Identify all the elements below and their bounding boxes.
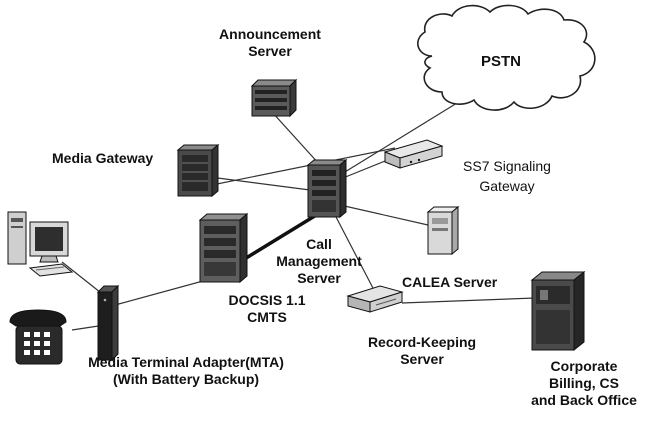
link-callmgmt-pstn <box>339 94 471 176</box>
link-mediagw-callmgmt <box>209 176 311 191</box>
call-management-server-icon <box>306 158 348 219</box>
calea-server-icon <box>426 205 460 256</box>
pc-icon <box>7 211 74 277</box>
link-mediagw-pstn <box>211 147 396 186</box>
pstn-label: PSTN <box>481 53 521 70</box>
mta-label: Media Terminal Adapter(MTA) (With Batter… <box>88 354 284 387</box>
call-management-server-label: Call Management Server <box>276 236 362 286</box>
announcement-server-icon <box>250 78 298 118</box>
calea-server-label: CALEA Server <box>402 274 498 290</box>
corporate-office-label: Corporate Billing, CS and Back Office <box>531 358 637 408</box>
link-recordkeeping-corporate <box>401 297 536 304</box>
cmts-label: DOCSIS 1.1 CMTS <box>228 292 306 325</box>
record-keeping-server-icon <box>346 285 404 313</box>
media-gateway-label: Media Gateway <box>52 150 154 166</box>
announcement-server-label: Announcement Server <box>219 26 321 59</box>
cmts-icon <box>198 212 249 284</box>
ss7-gateway-icon <box>383 139 444 169</box>
link-callmgmt-calea <box>339 204 429 226</box>
link-callmgmt-recordkeeping <box>334 214 376 293</box>
ss7-gateway-label: SS7 Signaling Gateway <box>463 158 551 194</box>
corporate-office-icon <box>530 270 586 352</box>
telephone-icon <box>9 309 67 365</box>
link-cmts-callmgmt-bold <box>237 212 319 265</box>
record-keeping-server-label: Record-Keeping Server <box>367 334 477 367</box>
mta-icon <box>96 284 120 362</box>
pstn-cloud: PSTN <box>417 4 596 111</box>
media-gateway-icon <box>176 143 220 198</box>
link-announcement-callmgmt <box>271 111 321 166</box>
